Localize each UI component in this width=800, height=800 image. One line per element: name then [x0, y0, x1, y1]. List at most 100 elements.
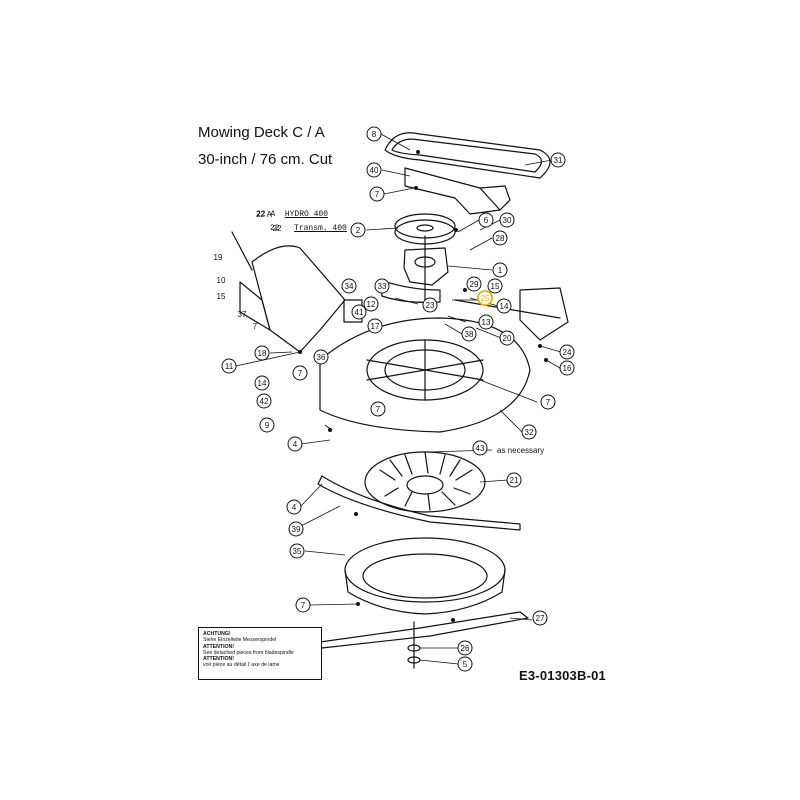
callout-7: 7: [370, 401, 386, 417]
callout-40: 40: [366, 162, 382, 178]
callout-25: 25: [477, 290, 493, 306]
callout-8: 8: [366, 126, 382, 142]
callout-38: 38: [461, 326, 477, 342]
note-line: ACHTUNG!: [203, 631, 231, 637]
callout-label: 11: [225, 362, 234, 371]
callout-label: 7: [301, 601, 306, 610]
callout-18: 18: [254, 345, 270, 361]
blade-spindle-note: ACHTUNG! Siehe Einzelteile Messerspindel…: [198, 627, 322, 680]
callout-14: 14: [254, 375, 270, 391]
model-label-hydro: 22 A HYDRO 400: [256, 210, 328, 219]
mower-deck: [319, 317, 531, 433]
callout-1: 1: [492, 262, 508, 278]
callout-label: 1: [498, 266, 503, 275]
callout-7: 7: [292, 365, 308, 381]
callout-13: 13: [478, 314, 494, 330]
diagram-subtitle: 30-inch / 76 cm. Cut: [198, 151, 333, 168]
callout-39: 39: [288, 521, 304, 537]
callout-label: 24: [563, 348, 572, 357]
callout-17: 17: [367, 318, 383, 334]
callout-label: 20: [503, 334, 512, 343]
callout-7: 7: [253, 322, 258, 331]
callout-35: 35: [289, 543, 305, 559]
callout-label: 10: [217, 276, 226, 285]
callout-label: 35: [293, 547, 302, 556]
callout-label: 21: [510, 476, 519, 485]
callout-2: 2: [350, 222, 366, 238]
callout-32: 32: [521, 424, 537, 440]
note-line: ATTENTION!: [203, 643, 235, 650]
idler-arm: [379, 279, 441, 303]
callout-label: 30: [503, 216, 512, 225]
note-line: See detached pieces from bladespindle: [203, 649, 294, 656]
callout-label: 18: [258, 349, 267, 358]
spindle-housing: [403, 235, 449, 301]
callout-label: 14: [500, 302, 509, 311]
callout-30: 30: [499, 212, 515, 228]
callout-label: 16: [563, 364, 572, 373]
callout-label: 19: [214, 253, 223, 262]
callout-label: 37: [238, 310, 247, 319]
callout-label: 7: [376, 405, 381, 414]
callout-label: 17: [371, 322, 380, 331]
callout-label: 14: [258, 379, 267, 388]
callout-11: 11: [221, 358, 237, 374]
drive-belt: [384, 132, 551, 179]
callout-label: 23: [426, 301, 435, 310]
callout-label: 4: [293, 440, 298, 449]
callout-16: 16: [559, 360, 575, 376]
callout-4: 4: [287, 436, 303, 452]
callout-label: 5: [463, 660, 468, 669]
callout-label: 41: [355, 308, 364, 317]
callout-label: 31: [554, 156, 563, 165]
callout-15: 15: [487, 278, 503, 294]
callout-label: 36: [317, 353, 326, 362]
callout-label: 27: [536, 614, 545, 623]
callout-label: 9: [265, 421, 270, 430]
callout-4: 4: [286, 499, 302, 515]
callout-26: 26: [457, 640, 473, 656]
callout-label: 38: [465, 330, 474, 339]
belt-guide-bracket: [404, 167, 511, 215]
callout-label: 25: [481, 294, 490, 303]
callout-label: 42: [260, 397, 269, 406]
callout-label: 39: [292, 525, 301, 534]
callout-21: 21: [506, 472, 522, 488]
callout-label: 6: [484, 216, 489, 225]
callout-label: 7: [375, 190, 380, 199]
callout-10: 10: [217, 276, 226, 285]
callout-22: 22: [273, 224, 282, 233]
model-label-transm: 22 Transm. 400: [270, 224, 347, 233]
baffle-strip: [317, 475, 521, 531]
callout-14: 14: [496, 298, 512, 314]
callout-label: 7: [253, 322, 258, 331]
callout-label: 22 A: [256, 210, 273, 219]
callout-6: 6: [478, 212, 494, 228]
callout-41: 41: [351, 304, 367, 320]
callout-label: 8: [372, 130, 377, 139]
callout-28: 28: [492, 230, 508, 246]
diagram-code: E3-01303B-01: [519, 668, 606, 683]
as-necessary-annotation: as necessary: [497, 446, 545, 455]
deflector-rod: [231, 231, 253, 271]
callout-23: 23: [422, 297, 438, 313]
callout-19: 19: [214, 253, 223, 262]
callout-33: 33: [374, 278, 390, 294]
leader-lines: [235, 133, 562, 665]
note-line: Siehe Einzelteile Messerspindel: [203, 637, 277, 644]
model-ref-transm: 22: [270, 224, 280, 233]
model-ref-hydro: 22 A: [256, 210, 276, 219]
callout-29: 29: [466, 276, 482, 292]
callout-label: 12: [367, 300, 376, 309]
callout-20: 20: [499, 330, 515, 346]
callout-27: 27: [532, 610, 548, 626]
callout-label: 22: [273, 224, 282, 233]
callout-label: 15: [217, 292, 226, 301]
callout-31: 31: [550, 152, 566, 168]
blade-housing: [344, 537, 506, 615]
callout-7: 7: [540, 394, 556, 410]
callout-7: 7: [369, 186, 385, 202]
callout-9: 9: [259, 417, 275, 433]
